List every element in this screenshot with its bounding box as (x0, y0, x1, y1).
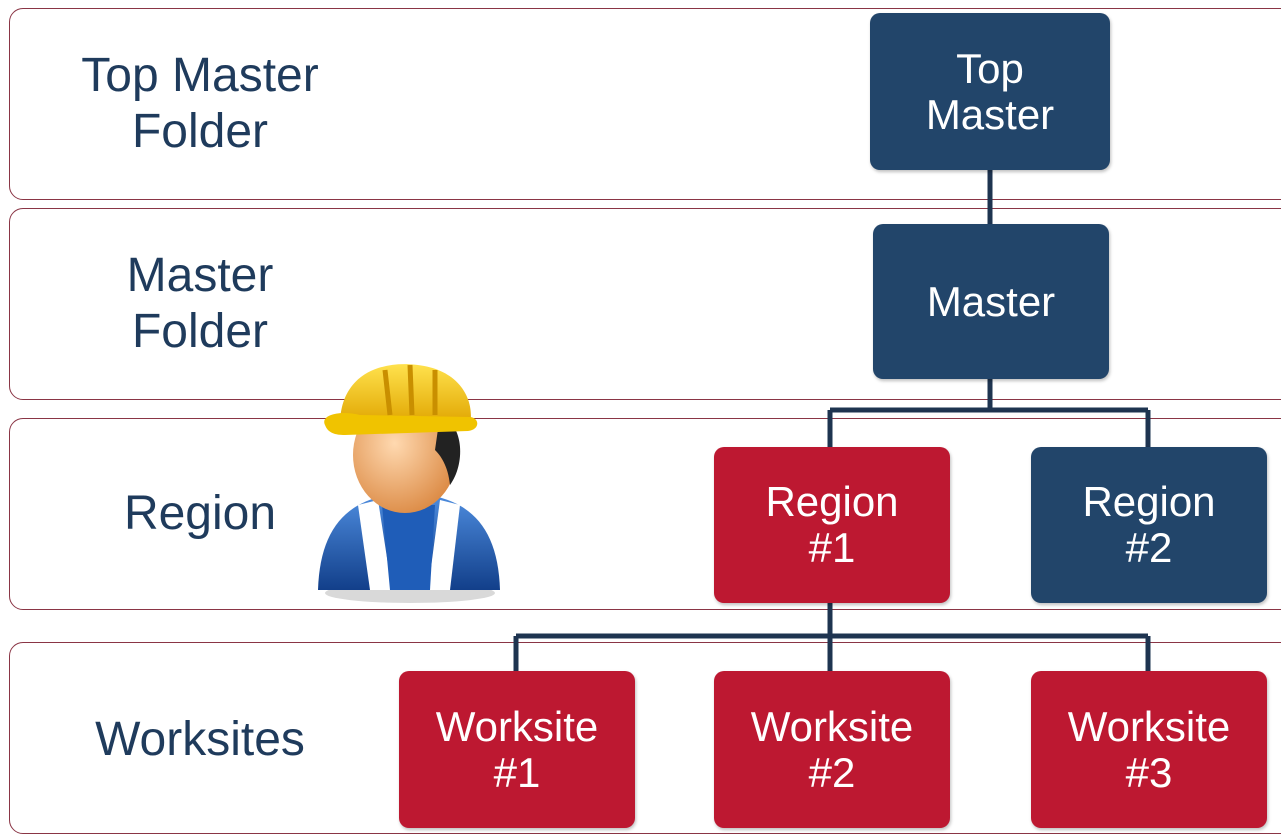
node-region-1: Region #1 (714, 447, 950, 603)
construction-worker-icon (318, 364, 500, 603)
node-region-2: Region #2 (1031, 447, 1267, 603)
node-worksite-3: Worksite #3 (1031, 671, 1267, 828)
node-worksite-1: Worksite #1 (399, 671, 635, 828)
band-label-top-master-folder: Top Master Folder (81, 49, 319, 158)
node-top-master: Top Master (870, 13, 1110, 170)
node-worksite-2: Worksite #2 (714, 671, 950, 828)
band-label-region: Region (123, 487, 277, 540)
band-label-worksites: Worksites (95, 713, 305, 766)
node-master: Master (873, 224, 1109, 379)
band-label-master-folder: Master Folder (126, 249, 274, 358)
